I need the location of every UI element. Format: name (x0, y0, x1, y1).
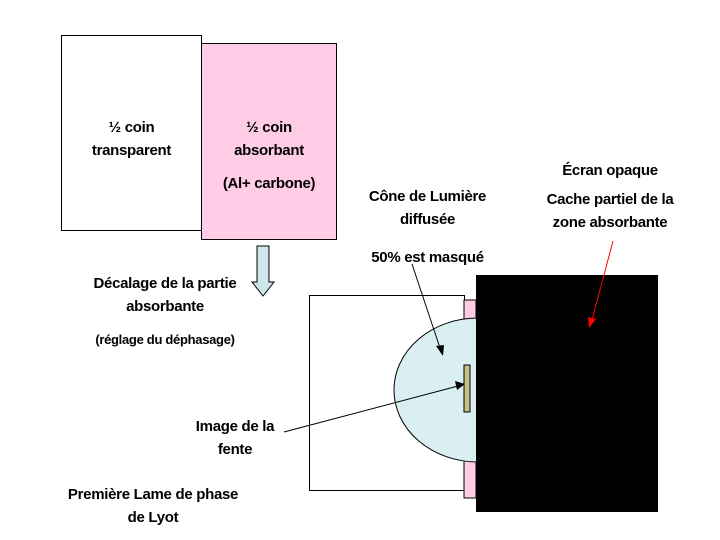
cone-label: Cône de Lumière diffusée 50% est masqué (345, 185, 510, 269)
screen-label-line3: zone absorbante (552, 214, 668, 231)
absorbing-half-box (201, 43, 337, 240)
slit-pointer-line (283, 385, 459, 433)
screen-pointer-line (591, 240, 614, 321)
absorbing-half-line3: (Al+ carbone) (222, 175, 316, 192)
transparent-half-line2: transparent (91, 142, 172, 159)
cone-label-line2: diffusée (399, 211, 456, 228)
slit-label-line1: Image de la (195, 418, 275, 435)
lyot-plate-label: Première Lame de phase de Lyot (36, 483, 270, 529)
cone-label-line1: Cône de Lumière (368, 188, 487, 205)
absorbing-half-line2: absorbant (234, 142, 304, 159)
slit-image (463, 364, 471, 413)
plate-label-line1: Première Lame de phase (67, 486, 239, 503)
screen-pointer-head (588, 317, 596, 328)
shift-label-line3: (réglage du déphasage) (95, 332, 235, 347)
screen-label-line1: Écran opaque (562, 162, 658, 179)
shift-label-line1: Décalage de la partie (93, 275, 237, 292)
cone-label-line3: 50% est masqué (371, 249, 484, 266)
slit-pointer-head (455, 381, 465, 390)
opaque-screen (476, 275, 658, 512)
shift-label-line2: absorbante (126, 298, 204, 315)
transparent-half-label: ½ coin transparent (61, 116, 202, 162)
opaque-screen-label: Écran opaque Cache partiel de la zone ab… (520, 159, 700, 234)
absorbing-half-label: ½ coin absorbant (Al+ carbone) (201, 116, 337, 195)
scattered-light-cone (393, 317, 479, 463)
slit-label-line2: fente (217, 441, 253, 458)
cone-pointer-line (411, 263, 441, 349)
slit-image-label: Image de la fente (175, 415, 295, 461)
plate-label-line2: de Lyot (127, 509, 179, 526)
absorbing-half-line1: ½ coin (246, 119, 292, 136)
shift-label: Décalage de la partie absorbante (réglag… (50, 272, 280, 351)
screen-label-line2: Cache partiel de la (546, 191, 674, 208)
shift-down-arrow (250, 245, 276, 297)
transparent-half-line1: ½ coin (108, 119, 155, 136)
cone-pointer-head (436, 345, 444, 356)
transparent-half-box (61, 35, 202, 231)
